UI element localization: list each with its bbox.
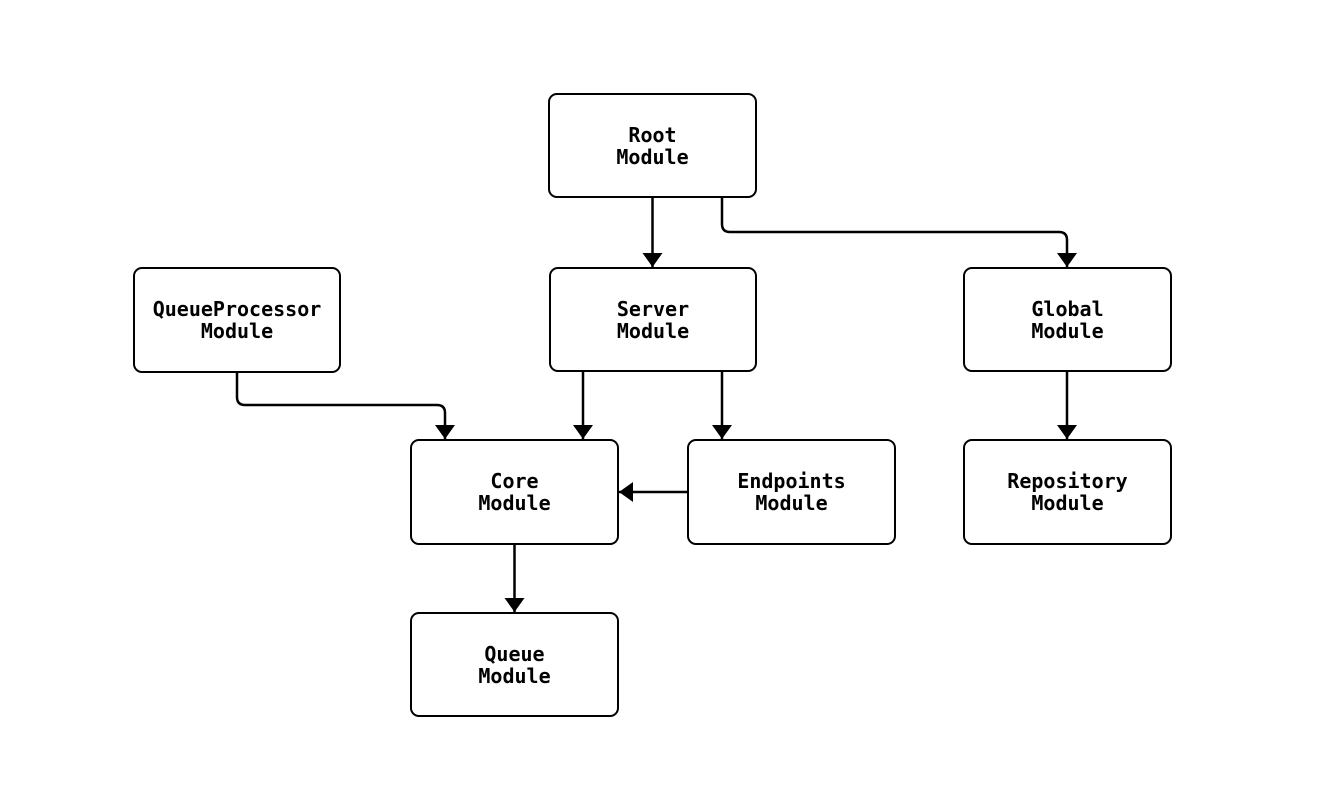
node-repository-module: Repository Module [963, 439, 1172, 545]
node-core-module-label: Core Module [478, 469, 551, 515]
node-queueprocessor-module-label: QueueProcessor Module [152, 297, 322, 343]
node-server-module-label: Server Module [616, 296, 690, 343]
node-queue-module: Queue Module [410, 612, 619, 717]
node-global-module: Global Module [963, 267, 1172, 372]
node-queue-module-label: Queue Module [478, 641, 551, 688]
node-server-module: Server Module [549, 267, 757, 372]
edge-queueprocessor-to-core [235, 373, 455, 439]
node-queueprocessor-module: QueueProcessor Module [133, 267, 341, 373]
node-core-module: Core Module [410, 439, 619, 545]
node-global-module-label: Global Module [1031, 296, 1104, 343]
node-repository-module-label: Repository Module [1007, 469, 1128, 515]
node-endpoints-module-label: Endpoints Module [737, 469, 846, 515]
node-root-module: Root Module [548, 93, 757, 198]
edge-root-to-global [720, 198, 1077, 267]
node-root-module-label: Root Module [616, 122, 689, 169]
node-endpoints-module: Endpoints Module [687, 439, 896, 545]
